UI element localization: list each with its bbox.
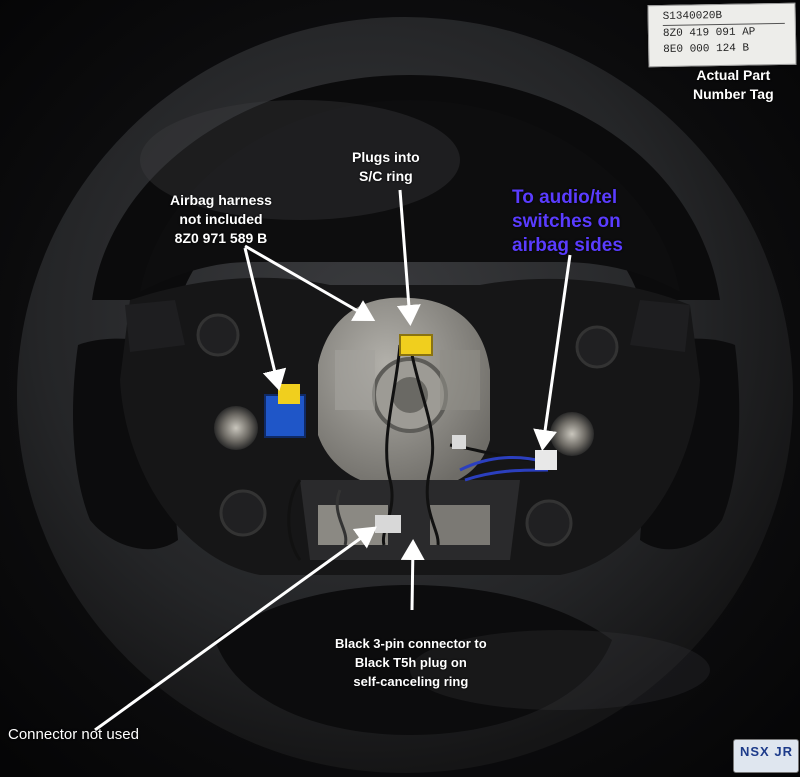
annotation-arrows bbox=[94, 189, 572, 732]
part-tag-caption: Actual Part Number Tag bbox=[693, 67, 774, 102]
plugs-into-label: Plugs into S/C ring bbox=[352, 149, 420, 184]
connector-not-used-label: Connector not used bbox=[8, 726, 139, 743]
audio-tel-label: To audio/tel switches on airbag sides bbox=[512, 187, 623, 256]
black-connector-label: Black 3-pin connector to Black T5h plug … bbox=[335, 636, 487, 689]
arrow-black-connector bbox=[400, 539, 425, 611]
white-connector-center bbox=[452, 435, 466, 449]
part-number-tag: S1340020B 8Z0 419 091 AP 8E0 000 124 B bbox=[647, 2, 797, 68]
tag-line-3: 8E0 000 124 B bbox=[663, 42, 750, 57]
unused-connector bbox=[375, 515, 401, 533]
arrow-harness-1 bbox=[244, 244, 376, 321]
airbag-harness-label: Airbag harness not included 8Z0 971 589 … bbox=[170, 192, 272, 246]
yellow-connector bbox=[399, 334, 433, 356]
arrow-audio-tel bbox=[533, 254, 572, 451]
license-plate-text: NSX JR bbox=[740, 744, 793, 759]
arrow-sc-ring bbox=[396, 189, 421, 326]
arrow-harness-2 bbox=[243, 247, 287, 391]
white-connector-right bbox=[535, 450, 557, 470]
blue-airbag-connector bbox=[264, 384, 306, 438]
license-plate: NSX JR bbox=[733, 739, 799, 773]
arrow-connector-not-used bbox=[94, 526, 377, 732]
tag-line-1: S1340020B bbox=[662, 3, 785, 27]
